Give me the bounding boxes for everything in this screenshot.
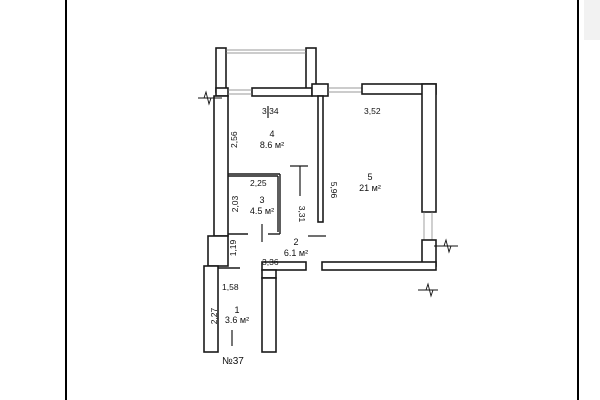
top-wall-left [215,87,229,97]
top-wall-room4 [251,87,313,97]
balcony-wall-left [215,47,227,93]
dim-room2-width: 3,36 [262,257,279,267]
left-wall-lower [203,265,219,353]
dim-room3-width: 2,25 [250,178,267,188]
right-wall-room5 [421,83,437,213]
dim-room1-height: 2,27 [209,307,219,324]
flat-number: №37 [222,356,244,367]
room2-area: 6.1 м² [284,248,308,258]
dim-room4-width: 3,34 [262,106,279,116]
bottom-wall-room2 [261,261,307,271]
section-mark-bottom [418,282,438,298]
corridor-right-wall [261,277,277,353]
dim-room4-height: 2,56 [229,131,239,148]
dim-room5-height: 5,96 [329,182,339,199]
room2-number: 2 [293,237,298,247]
room1-number: 1 [234,305,239,315]
dim-room1-width: 1,58 [222,282,239,292]
bottom-wall-step [261,269,277,279]
corner-mark [584,0,600,40]
dim-room2-small: 1,19 [228,239,238,256]
room4-number: 4 [269,129,274,139]
left-wall-upper [213,95,229,237]
left-wall-mid [207,235,229,267]
top-wall-mid [311,83,329,97]
section-mark-left [198,90,222,106]
room3-number: 3 [259,195,264,205]
partition-4-5 [317,95,324,223]
room3-area: 4.5 м² [250,206,274,216]
section-mark-right [434,238,458,254]
room5-area: 21 м² [359,183,381,193]
dim-room3-height: 2,03 [230,195,240,212]
dim-room5-width: 3,52 [364,106,381,116]
dim-room2-height: 3,31 [297,206,307,223]
room4-area: 8.6 м² [260,140,284,150]
bottom-wall-room5 [321,261,437,271]
room1-area: 3.6 м² [225,315,249,325]
room5-number: 5 [367,172,372,182]
